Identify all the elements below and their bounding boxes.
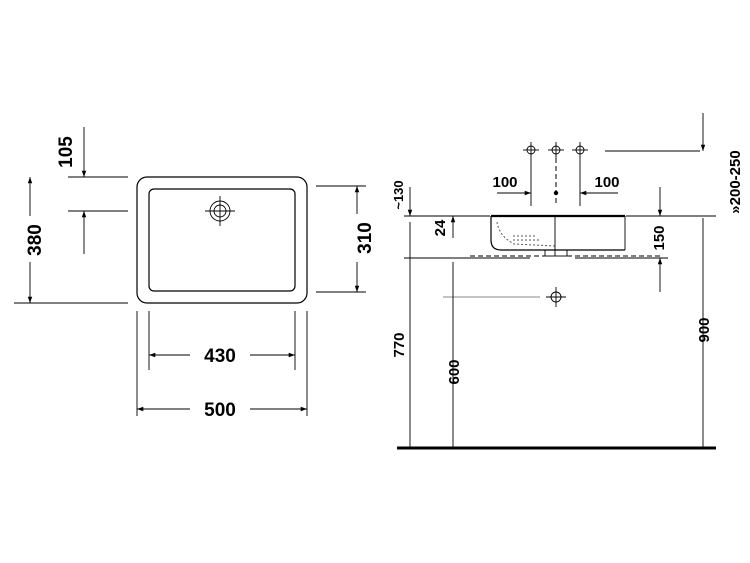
- dim-label-310: 310: [355, 222, 376, 254]
- basin-outer-outline: [136, 176, 308, 304]
- dim-label-200-250: »200-250: [727, 150, 744, 213]
- dim-label-130: ~130: [391, 180, 406, 209]
- dimension-380: 380: [14, 177, 128, 304]
- dim-label-430: 430: [204, 346, 236, 367]
- dim-label-tap-left: 100: [492, 174, 517, 191]
- side-view: 100 100 ~130: [391, 113, 744, 450]
- basin-side-profile: [404, 214, 668, 259]
- dim-label-500: 500: [204, 400, 236, 421]
- dim-label-770: 770: [391, 332, 408, 357]
- dimension-24: 24: [432, 216, 456, 238]
- dim-label-600: 600: [446, 359, 463, 384]
- dim-label-900: 900: [696, 317, 713, 342]
- basin-inner-outline: [148, 188, 296, 292]
- dim-label-380: 380: [25, 224, 46, 256]
- dimension-500: 500: [136, 311, 308, 421]
- dim-label-24: 24: [432, 219, 449, 236]
- dimension-tap-spacing: 100 100: [492, 174, 620, 196]
- dimension-770: 770: [391, 222, 411, 448]
- dimension-900: 900: [696, 218, 713, 448]
- dim-label-105: 105: [56, 136, 77, 168]
- tap-hole-right-icon: [572, 142, 588, 158]
- dim-label-150: 150: [651, 225, 668, 250]
- dimension-430: 430: [148, 311, 296, 370]
- dimension-310: 310: [316, 185, 376, 293]
- dimension-600: 600: [446, 262, 463, 448]
- dimension-130: ~130: [391, 180, 413, 216]
- dimension-105: 105: [56, 127, 128, 254]
- dim-label-tap-right: 100: [594, 174, 619, 191]
- tap-hole-center-icon: [548, 142, 564, 158]
- tap-hole-left-icon: [523, 142, 539, 158]
- tap-hole-symbols: [523, 142, 588, 158]
- plan-view: 105 380 310 430: [14, 127, 376, 421]
- dimension-150: 150: [651, 187, 668, 292]
- waste-outlet-symbol: [205, 196, 235, 226]
- waste-outlet-side-symbol: [443, 287, 566, 307]
